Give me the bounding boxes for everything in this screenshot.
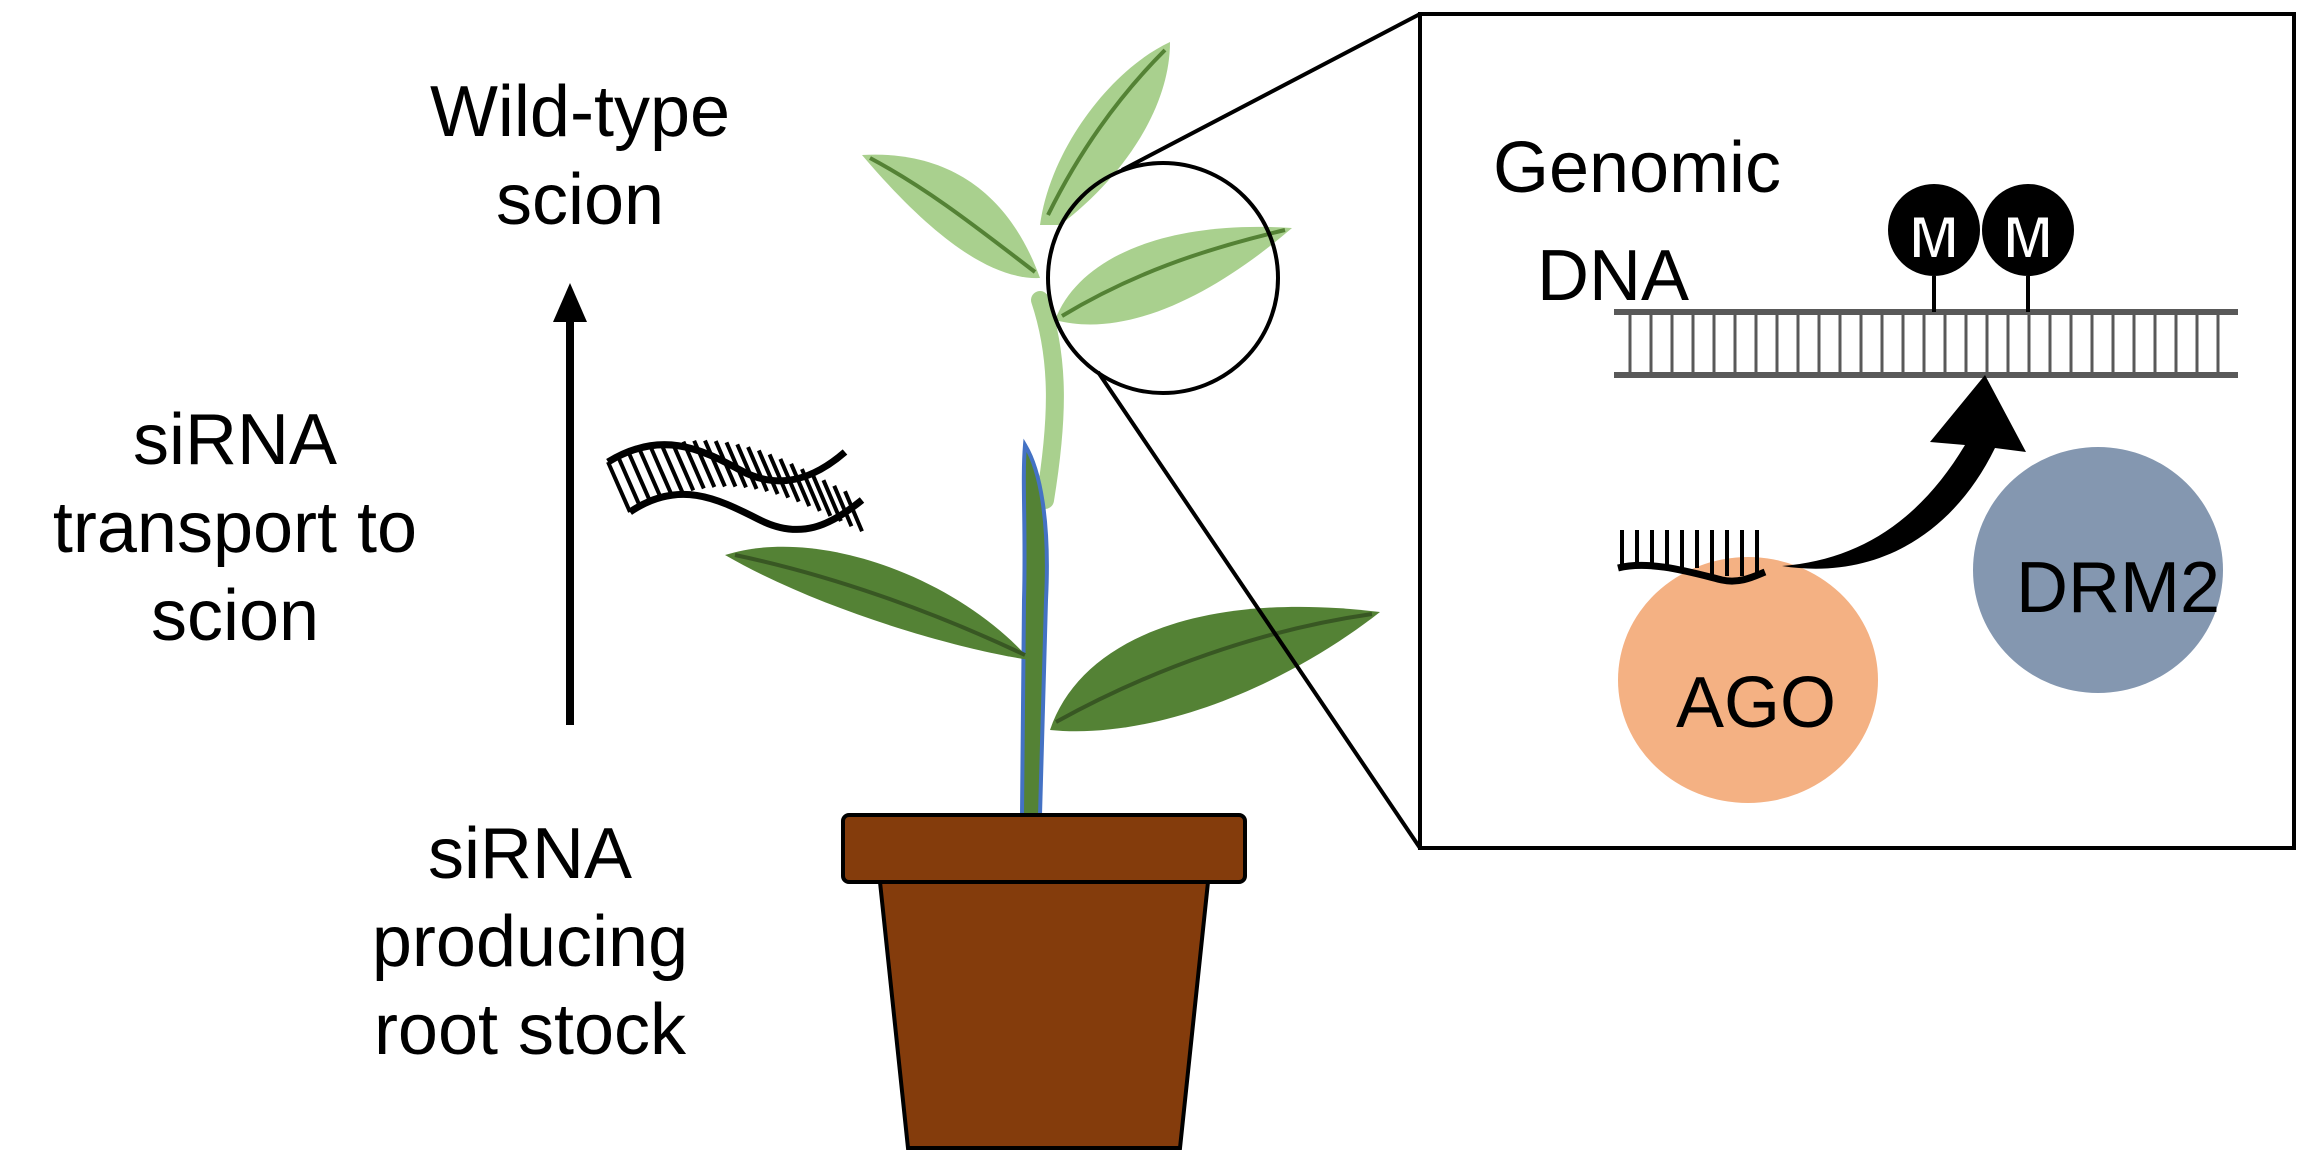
ago-guide-rna bbox=[1617, 530, 1767, 585]
scion-leaf-left bbox=[862, 154, 1040, 279]
rootstock-label-line2: producing bbox=[371, 902, 689, 982]
inset-panel: M M Genomic DNA AGO DRM2 bbox=[1418, 12, 2296, 850]
zoom-line-top bbox=[1121, 12, 1421, 172]
ago-label: AGO bbox=[1676, 663, 1836, 743]
transport-label-line1: siRNA bbox=[132, 400, 337, 480]
methyl-mark-1: M bbox=[1888, 184, 1980, 312]
zoom-line-bottom bbox=[1096, 370, 1422, 850]
rootstock-label: siRNA producing root stock bbox=[320, 810, 740, 1074]
pot-rim bbox=[841, 813, 1247, 884]
scion-leaf-right bbox=[1055, 226, 1292, 325]
drm2-protein bbox=[1973, 447, 2223, 693]
recruitment-arrow bbox=[1782, 375, 2026, 569]
zoom-circle bbox=[1046, 161, 1280, 395]
methyl-mark-2: M bbox=[1982, 184, 2074, 312]
genomic-dna-ladder bbox=[1614, 309, 2238, 378]
rootstock-label-line3: root stock bbox=[373, 990, 687, 1070]
scion-leaf-top bbox=[1040, 42, 1170, 225]
dna-label-line2: DNA bbox=[1537, 236, 1689, 316]
methyl-mark-1-label: M bbox=[1909, 204, 1959, 271]
rootstock-label-line1: siRNA bbox=[427, 814, 632, 894]
rootstock-leaf-left bbox=[725, 546, 1030, 660]
transport-label-line3: scion bbox=[150, 576, 320, 656]
plant bbox=[725, 12, 1422, 850]
transport-arrow bbox=[553, 283, 587, 725]
ago-protein bbox=[1618, 557, 1878, 803]
methyl-mark-2-label: M bbox=[2003, 204, 2053, 271]
sirna-duplex-icon bbox=[606, 439, 865, 533]
scion-label-line2: scion bbox=[495, 160, 665, 240]
transport-label: siRNA transport to scion bbox=[0, 396, 470, 660]
drm2-label: DRM2 bbox=[2016, 548, 2220, 628]
rootstock-leaf-right bbox=[1050, 606, 1380, 732]
scion-stem bbox=[1031, 291, 1064, 509]
rootstock-stem bbox=[1019, 438, 1049, 817]
transport-label-line2: transport to bbox=[52, 488, 418, 568]
scion-label: Wild-type scion bbox=[370, 68, 790, 244]
pot bbox=[841, 813, 1247, 1150]
scion-label-line1: Wild-type bbox=[429, 72, 731, 152]
dna-label-line1: Genomic bbox=[1493, 128, 1781, 208]
pot-body bbox=[877, 880, 1211, 1150]
